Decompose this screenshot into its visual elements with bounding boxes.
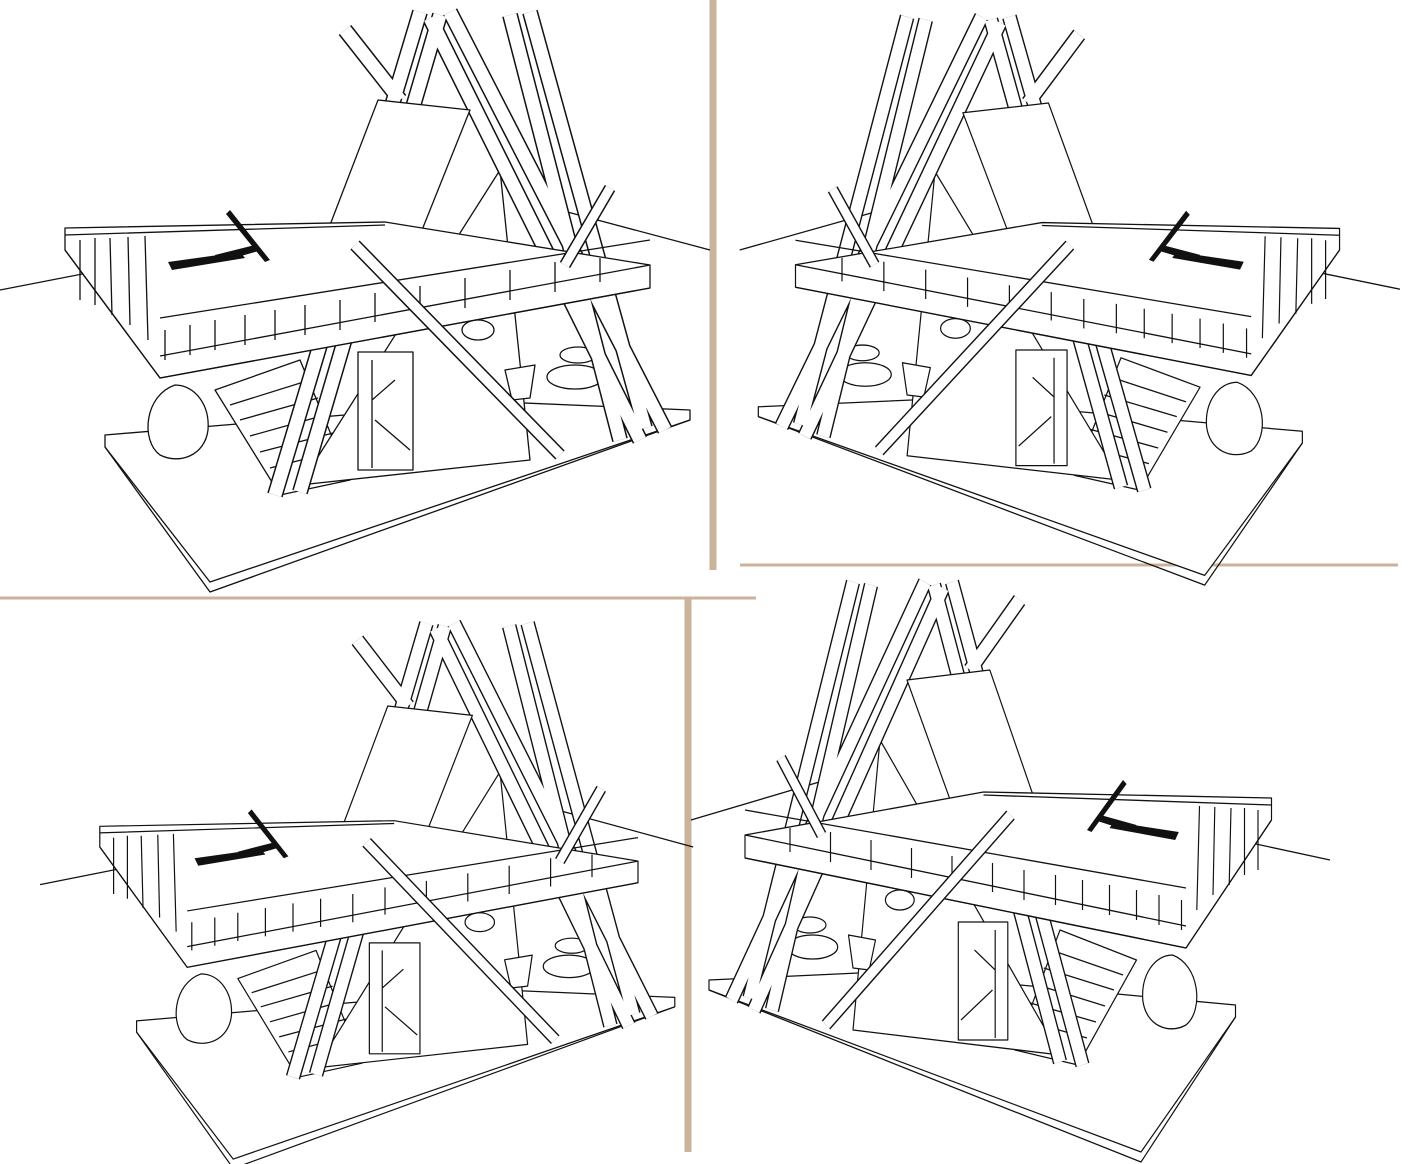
view-bottom-right [691,582,1330,1162]
view-top-left [0,12,710,592]
view-top-right [740,17,1400,585]
view-bottom-left [40,623,693,1164]
